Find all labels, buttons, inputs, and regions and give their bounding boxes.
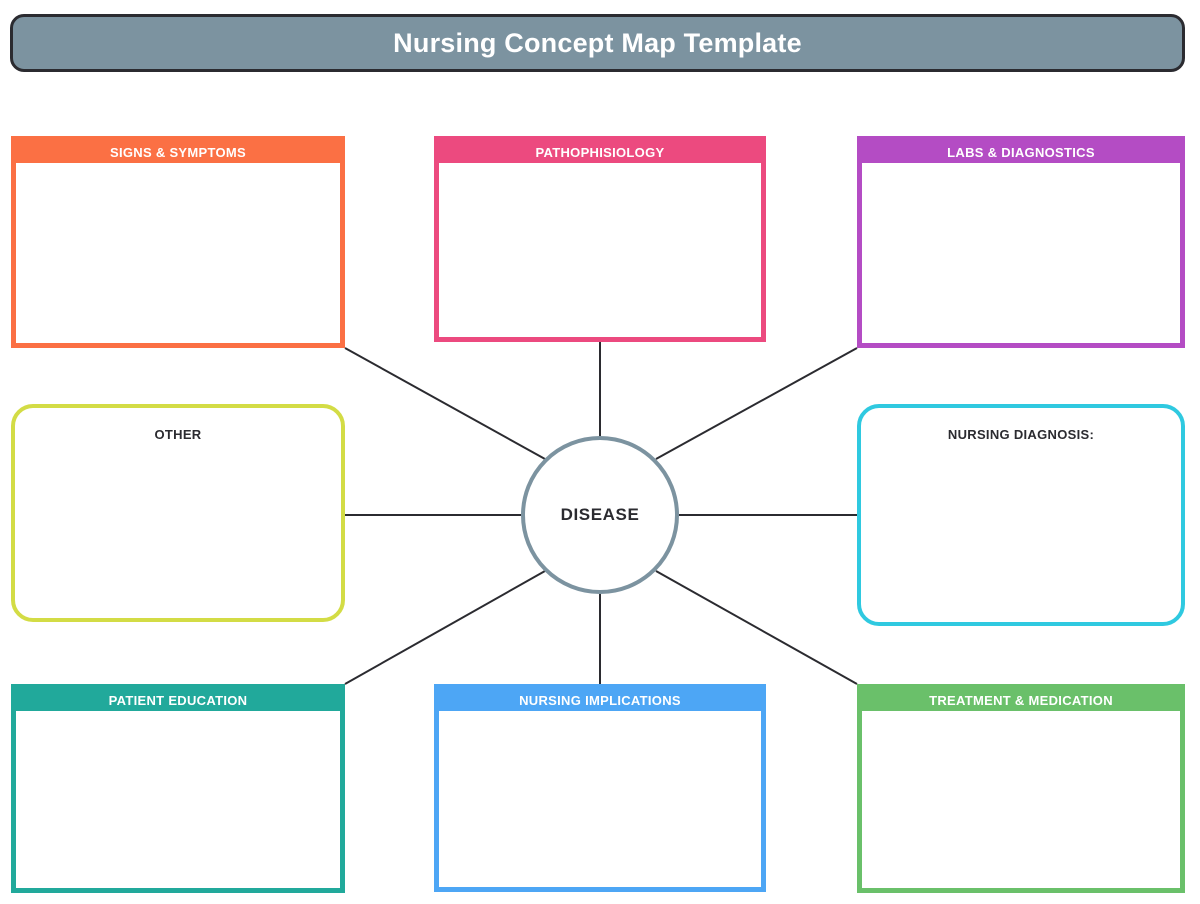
page-title: Nursing Concept Map Template [393, 27, 802, 58]
card-labs-and-diagnostics-title: LABS & DIAGNOSTICS [862, 141, 1180, 163]
card-labs-and-diagnostics[interactable]: LABS & DIAGNOSTICS [857, 136, 1185, 348]
card-other[interactable]: OTHER [11, 404, 345, 622]
page-title-banner: Nursing Concept Map Template [10, 14, 1185, 72]
card-pathophisiology-body[interactable] [439, 163, 761, 337]
card-nursing-diagnosis-body[interactable] [861, 442, 1181, 622]
connector-line-signs [344, 347, 546, 460]
card-treatment-and-medication-title: TREATMENT & MEDICATION [862, 689, 1180, 711]
card-patient-education-title: PATIENT EDUCATION [16, 689, 340, 711]
card-nursing-diagnosis-title: NURSING DIAGNOSIS: [947, 427, 1095, 442]
card-signs-and-symptoms[interactable]: SIGNS & SYMPTOMS [11, 136, 345, 348]
connector-line-treatment [655, 570, 858, 685]
card-labs-and-diagnostics-body[interactable] [862, 163, 1180, 343]
card-other-body[interactable] [15, 442, 341, 618]
connector-line-labs [655, 347, 858, 460]
card-nursing-implications-body[interactable] [439, 711, 761, 887]
card-pathophisiology-title: PATHOPHISIOLOGY [439, 141, 761, 163]
card-patient-education[interactable]: PATIENT EDUCATION [11, 684, 345, 893]
card-signs-and-symptoms-body[interactable] [16, 163, 340, 343]
card-treatment-and-medication-body[interactable] [862, 711, 1180, 888]
card-nursing-diagnosis[interactable]: NURSING DIAGNOSIS: [857, 404, 1185, 626]
card-patient-education-body[interactable] [16, 711, 340, 888]
card-nursing-implications-title: NURSING IMPLICATIONS [439, 689, 761, 711]
card-pathophisiology[interactable]: PATHOPHISIOLOGY [434, 136, 766, 342]
connector-line-education [344, 570, 546, 685]
center-node-label: DISEASE [560, 505, 640, 524]
card-other-title: OTHER [154, 427, 202, 442]
card-signs-and-symptoms-title: SIGNS & SYMPTOMS [16, 141, 340, 163]
center-node-disease[interactable]: DISEASE [521, 436, 679, 594]
card-treatment-and-medication[interactable]: TREATMENT & MEDICATION [857, 684, 1185, 893]
card-nursing-implications[interactable]: NURSING IMPLICATIONS [434, 684, 766, 892]
